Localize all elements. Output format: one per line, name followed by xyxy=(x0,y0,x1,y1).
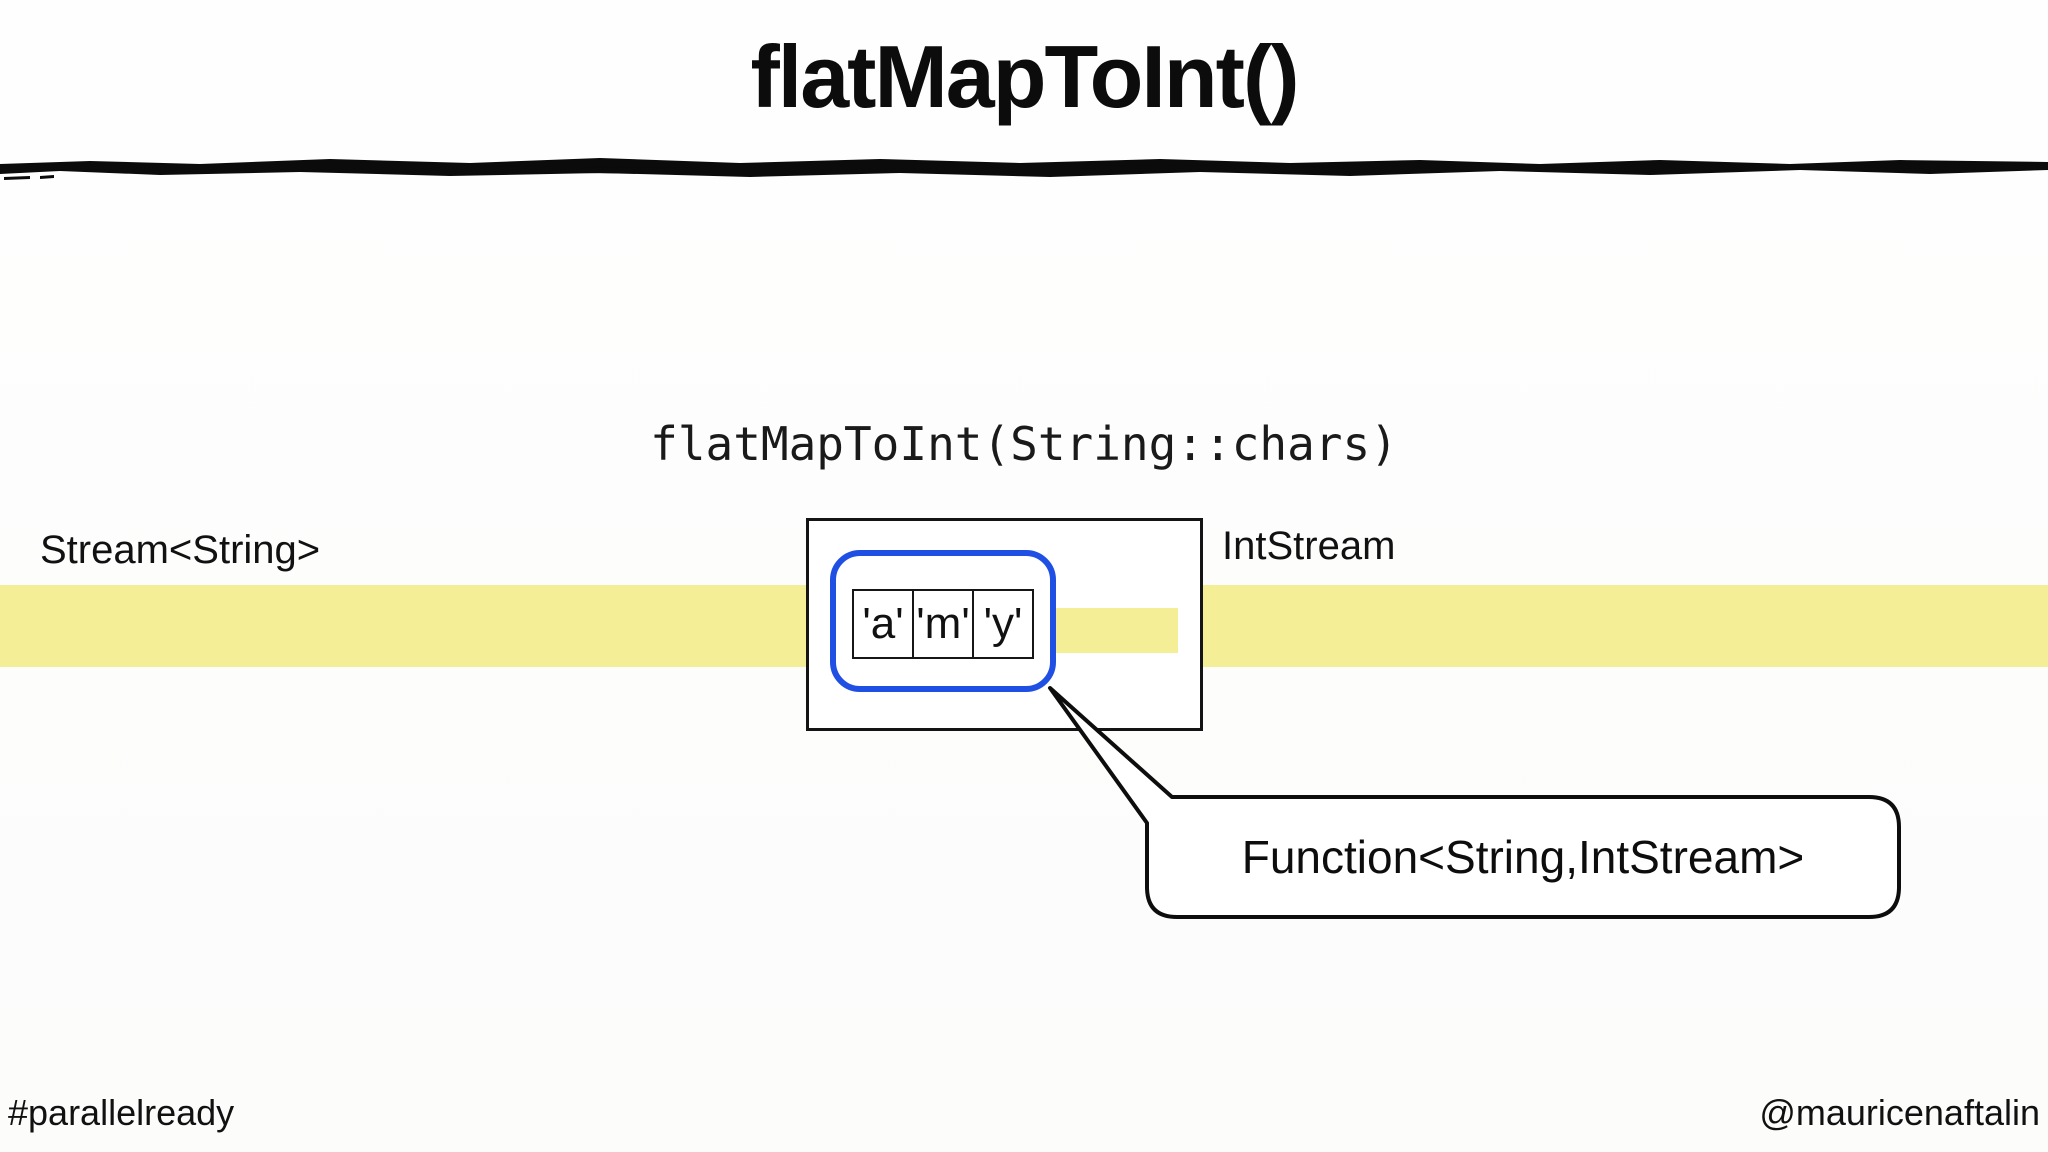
input-stream-label: Stream<String> xyxy=(40,528,321,572)
footer-hashtag: #parallelready xyxy=(8,1092,235,1133)
char-cell: 'm' xyxy=(912,589,974,659)
stream-highlight-band-segment xyxy=(1056,608,1178,653)
char-cell: 'y' xyxy=(972,589,1034,659)
slide-title: flatMapToInt() xyxy=(750,27,1299,126)
callout-label: Function<String,IntStream> xyxy=(1241,831,1805,883)
output-stream-label: IntStream xyxy=(1222,524,1396,568)
char-cell: 'a' xyxy=(852,589,914,659)
hand-drawn-divider-line xyxy=(0,158,2048,180)
char-stream-chunk-box xyxy=(830,550,1056,692)
char-cells-row: 'a' 'm' 'y' xyxy=(852,589,1034,659)
operation-code-label: flatMapToInt(String::chars) xyxy=(650,417,1398,471)
footer-twitter-handle: @mauricenaftalin xyxy=(1759,1092,2040,1133)
